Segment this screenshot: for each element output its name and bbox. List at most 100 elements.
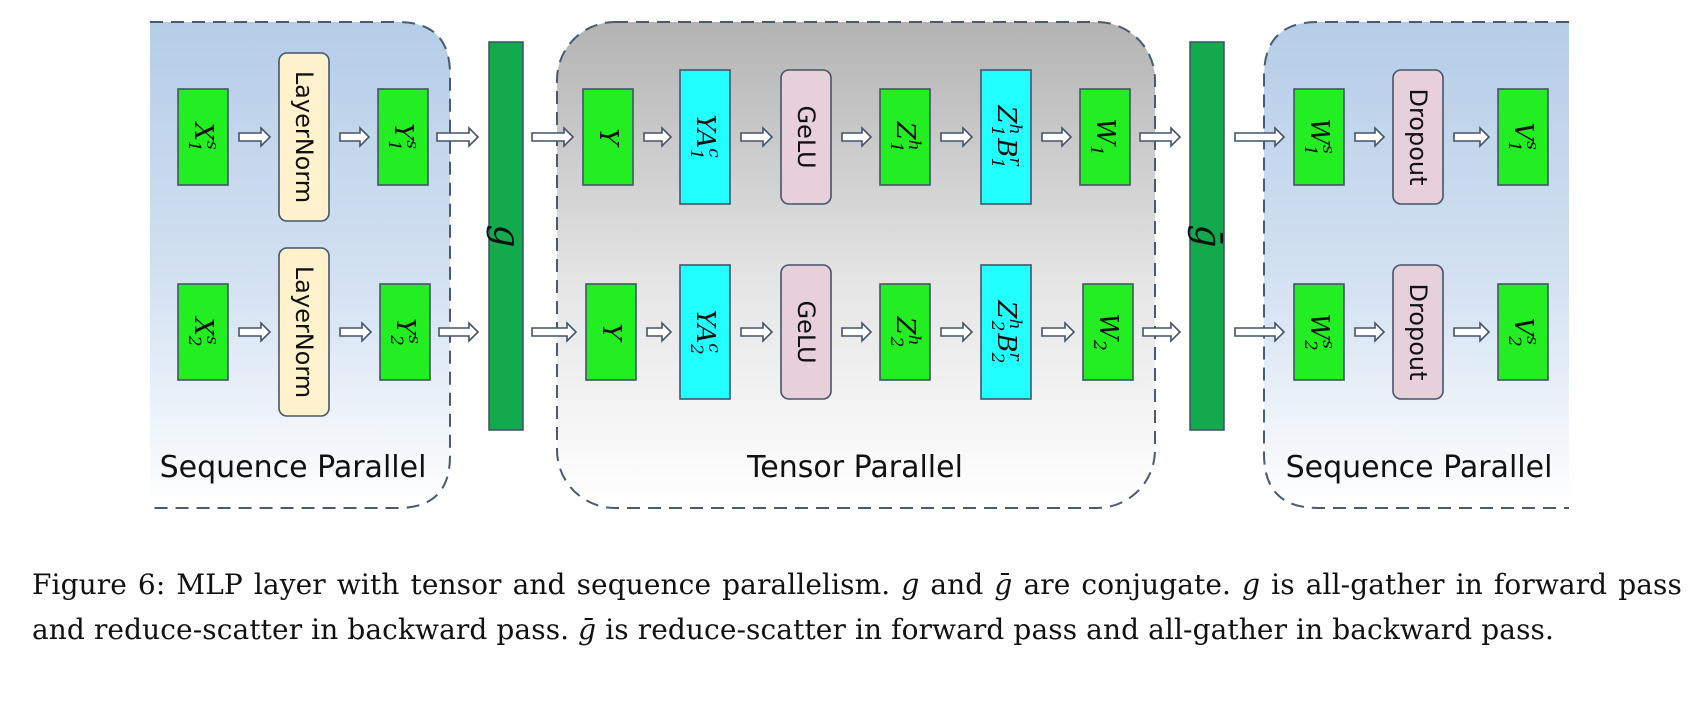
flow-arrow-icon [339,321,373,343]
flow-arrow-icon [940,126,974,148]
block-input-shape [177,283,229,381]
gbar-label: ḡ [1187,224,1228,247]
block-math-label: YAc2 [686,309,724,354]
block-y: Y [582,88,634,186]
block-math-label: Ys1 [384,123,422,151]
flow-arrow-icon [238,321,272,343]
block-layernorm-shape [278,52,330,222]
flow-arrow-icon [646,321,673,343]
left-region-label: Sequence Parallel [160,450,427,485]
flow-arrow-icon [531,126,575,148]
block-layernorm-shape [278,247,330,417]
block-math-label: Xs2 [184,315,222,346]
block-word-label: Dropout [1404,88,1432,185]
block-v: Vs2 [1497,283,1549,381]
block-math-label: W2 [1089,313,1123,351]
flow-arrow-icon [531,321,578,343]
block-seq-out: Ys2 [379,283,431,381]
block-math-label: Ws2 [1300,313,1338,350]
block-input: Xs2 [177,283,229,381]
caption-g-1: g [901,568,920,601]
caption-gbar-1: ḡ [994,568,1013,601]
block-dropout: Dropout [1392,264,1444,400]
caption-text-5: is reduce-scatter in forward pass and al… [596,613,1555,646]
block-seq-out-shape [379,283,431,381]
flow-arrow-icon [1234,126,1286,148]
center-region-label: Tensor Parallel [746,450,963,485]
caption-text-2: and [919,568,995,601]
block-w: W2 [1082,283,1134,381]
mlp-parallelism-diagram: Sequence Parallel Tensor Parallel Sequen… [150,21,1569,509]
block-math-label: W1 [1086,118,1120,156]
block-word-label: Dropout [1404,283,1432,380]
flow-arrow-icon [1041,126,1073,148]
block-math-label: Y [596,323,626,343]
block-y: Y [585,283,637,381]
block-math-label: Ws1 [1300,118,1338,155]
flow-arrow-icon [841,126,873,148]
block-input-shape [177,88,229,186]
block-v-shape [1497,283,1549,381]
row-1: Xs1 LayerNorm Ys1 Y YAc1 GeLU Zh1 Zh1Br1 W1 Ws1 Dr… [177,52,1549,222]
flow-arrow-icon [1234,321,1286,343]
block-word-label: GeLU [792,300,820,363]
block-zb: Zh1Br1 [980,69,1032,205]
g-all-gather-bar [488,41,524,431]
block-dropout-shape [1392,264,1444,400]
block-math-label: Zh2 [886,316,924,348]
gbar-reduce-scatter-bar [1189,41,1225,431]
block-math-label: Xs1 [184,120,222,151]
caption-gbar-2: ḡ [578,613,597,646]
block-w-shape [1082,283,1134,381]
block-gelu-shape [780,69,832,205]
caption-text-3: are conjugate. [1012,568,1243,601]
block-dropout: Dropout [1392,69,1444,205]
flow-arrow-icon [1041,321,1076,343]
flow-arrow-icon [1453,126,1491,148]
tensor-parallel-region [556,21,1156,509]
block-input: Xs1 [177,88,229,186]
block-y-shape [585,283,637,381]
flow-arrow-icon [940,321,974,343]
block-y-shape [582,88,634,186]
block-layernorm: LayerNorm [278,247,330,417]
block-ya-shape [679,264,731,400]
flow-arrow-icon [740,126,774,148]
block-ws: Ws1 [1293,88,1345,186]
block-z: Zh2 [879,283,931,381]
block-gelu: GeLU [780,69,832,205]
caption-text-1: Figure 6: MLP layer with tensor and sequ… [32,568,902,601]
block-gelu-shape [780,264,832,400]
row-2: Xs2 LayerNorm Ys2 Y YAc2 GeLU Zh2 Zh2Br2 W2 Ws2 Dr… [177,247,1549,417]
block-w-shape [1079,88,1131,186]
region-backgrounds [150,21,1569,509]
caption-g-2: g [1242,568,1261,601]
block-zb: Zh2Br2 [980,264,1032,400]
block-w: W1 [1079,88,1131,186]
block-ya: YAc1 [679,69,731,205]
flow-arrow-icon [1354,321,1386,343]
flow-arrow-icon [740,321,774,343]
block-ws-shape [1293,283,1345,381]
block-word-label: GeLU [792,105,820,168]
block-z: Zh1 [879,88,931,186]
block-word-label: LayerNorm [290,266,318,398]
flow-arrow-icon [841,321,873,343]
figure-caption: Figure 6: MLP layer with tensor and sequ… [32,562,1682,652]
block-math-label: Zh2Br2 [987,300,1025,364]
flow-arrow-icon [1142,321,1182,343]
block-gelu: GeLU [780,264,832,400]
flow-arrow-icon [438,321,480,343]
block-dropout-shape [1392,69,1444,205]
flow-arrow-icon [1139,126,1182,148]
flow-arrow-icon [339,126,371,148]
block-seq-out-shape [377,88,429,186]
block-math-label: YAc1 [686,114,724,159]
flow-arrow-icon [1354,126,1386,148]
block-v: Vs1 [1497,88,1549,186]
block-layernorm: LayerNorm [278,52,330,222]
block-math-label: Ys2 [386,318,424,346]
block-ws: Ws2 [1293,283,1345,381]
region-labels: Sequence Parallel Tensor Parallel Sequen… [160,450,1553,485]
block-math-label: Y [593,128,623,148]
